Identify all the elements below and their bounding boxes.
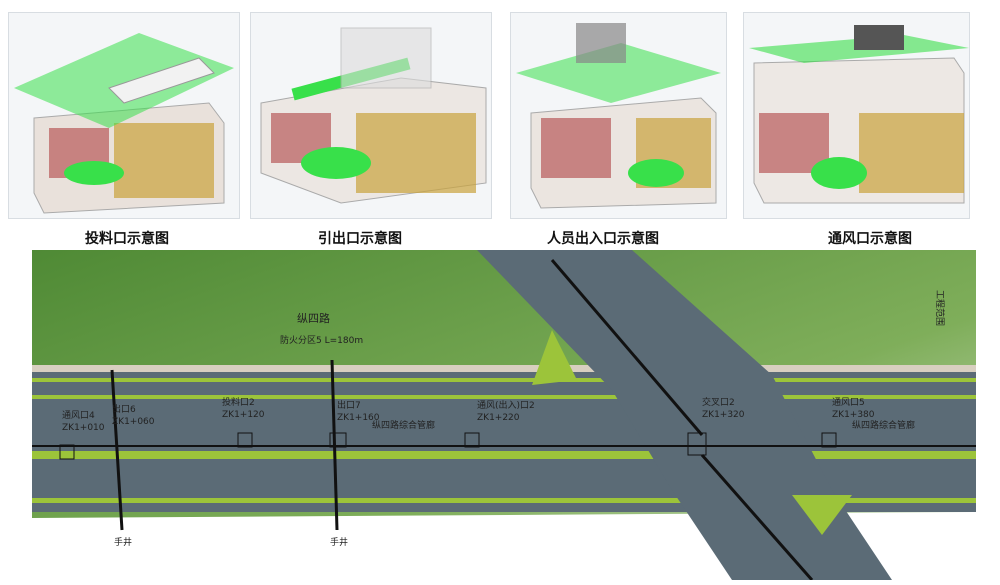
- main-road: [32, 372, 976, 512]
- personnel-access-3d-model: [516, 23, 721, 209]
- road-name: 纵四路: [297, 312, 330, 325]
- median-strip: [32, 451, 976, 459]
- personnel-access-diagram: [510, 12, 727, 219]
- svg-text:ZK1+320: ZK1+320: [702, 410, 745, 420]
- svg-text:通风(出入)口2: 通风(出入)口2: [477, 399, 535, 411]
- svg-text:ZK1+120: ZK1+120: [222, 410, 265, 420]
- branch-tunnel-line: [550, 259, 704, 436]
- caption-ventilation-port: 通风口示意图: [828, 231, 912, 247]
- outlet-3d-model: [260, 27, 487, 204]
- caption-outlet: 引出口示意图: [318, 231, 402, 247]
- project-scope-label: 工程范围: [934, 290, 946, 326]
- hand-well-label: 手井: [114, 536, 132, 548]
- tunnel-label: 纵四路综合管廊: [372, 419, 435, 431]
- ventilation-port-diagram: [743, 12, 970, 219]
- caption-personnel-access: 人员出入口示意图: [547, 231, 659, 247]
- svg-text:投料口2: 投料口2: [222, 396, 255, 408]
- svg-text:ZK1+010: ZK1+010: [62, 423, 105, 433]
- outlet-diagram: [250, 12, 492, 219]
- utility-tunnel-line: [32, 445, 976, 447]
- feed-port-diagram: [8, 12, 240, 219]
- svg-text:出口6: 出口6: [112, 403, 136, 415]
- ventilation-port-3d-model: [749, 25, 969, 204]
- feed-port-3d-model: [14, 33, 234, 214]
- svg-text:ZK1+160: ZK1+160: [337, 413, 380, 423]
- svg-text:ZK1+380: ZK1+380: [832, 410, 875, 420]
- tunnel-label: 纵四路综合管廊: [852, 419, 915, 431]
- svg-text:ZK1+220: ZK1+220: [477, 413, 520, 423]
- hand-well-label: 手井: [330, 536, 348, 548]
- caption-feed-port: 投料口示意图: [85, 231, 169, 247]
- svg-text:出口7: 出口7: [337, 399, 361, 411]
- svg-text:ZK1+060: ZK1+060: [112, 417, 155, 427]
- svg-text:交叉口2: 交叉口2: [702, 396, 735, 408]
- svg-text:通风口5: 通风口5: [832, 397, 865, 408]
- fire-zone-label: 防火分区5 L=180m: [280, 334, 363, 346]
- svg-text:通风口4: 通风口4: [62, 410, 95, 421]
